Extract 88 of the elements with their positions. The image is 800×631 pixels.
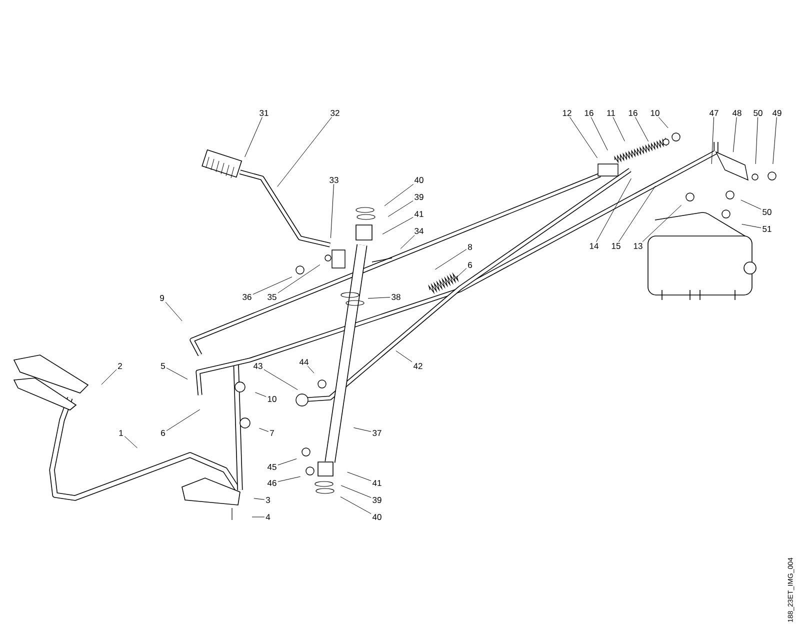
callout-number: 49 (772, 110, 782, 116)
leader-line (166, 368, 188, 380)
callout-number: 36 (242, 294, 252, 300)
callout-number: 47 (709, 110, 718, 116)
leader-line (396, 350, 412, 362)
leader-line (165, 302, 182, 322)
leader-line (454, 268, 467, 280)
leader-line (742, 224, 762, 228)
leader-line (755, 116, 758, 164)
leader-line (732, 116, 737, 152)
callout-number: 35 (268, 294, 276, 300)
callout-number: 3 (266, 497, 270, 503)
callout-number: 45 (267, 464, 276, 470)
callout-number: 13 (634, 243, 642, 249)
leader-line (101, 369, 117, 385)
callout-number: 43 (253, 363, 262, 369)
leader-line (618, 186, 656, 242)
callout-number: 39 (372, 497, 382, 503)
callout-number: 41 (414, 211, 424, 217)
callout-number: 6 (468, 262, 472, 268)
callout-number: 8 (468, 244, 472, 250)
leader-line (278, 264, 320, 294)
leader-line (711, 116, 714, 164)
leader-line (254, 392, 266, 397)
leader-line (330, 184, 334, 238)
leader-line (353, 427, 372, 432)
callout-number: 38 (392, 294, 400, 300)
callout-number: 40 (414, 177, 424, 183)
leader-line (368, 297, 390, 299)
callout-number: 33 (330, 177, 338, 183)
callout-number: 12 (562, 110, 572, 116)
leader-line (590, 116, 608, 151)
leader-line (254, 498, 265, 500)
leader-line (612, 116, 625, 142)
callout-number: 51 (762, 226, 772, 232)
callout-number: 2 (118, 363, 122, 369)
callout-number: 40 (372, 514, 382, 520)
callout-number: 41 (372, 480, 382, 486)
callout-number: 50 (754, 110, 762, 116)
leader-line (434, 249, 467, 270)
leader-line (384, 184, 414, 206)
leader-line (340, 496, 372, 514)
callout-number: 5 (161, 363, 166, 369)
leader-line (596, 178, 632, 242)
leader-line (258, 428, 269, 432)
leader-line (570, 116, 598, 158)
leader-line (340, 485, 372, 498)
callout-number: 16 (628, 110, 638, 116)
callout-number: 11 (607, 110, 615, 116)
callout-number: 10 (650, 110, 660, 116)
leader-line (244, 116, 262, 158)
leader-line (278, 458, 297, 466)
callout-number: 46 (267, 480, 276, 486)
leader-line (635, 116, 649, 142)
callout-number: 39 (414, 194, 424, 200)
callout-number: 6 (161, 430, 165, 436)
leader-line (642, 204, 682, 242)
callout-number: 9 (160, 295, 164, 301)
leader-line (252, 516, 265, 518)
leader-line (658, 116, 668, 128)
callout-number: 10 (268, 396, 276, 402)
leader-line (307, 366, 314, 374)
callout-number: 32 (330, 110, 340, 116)
callout-number: 48 (732, 110, 742, 116)
callout-number: 44 (299, 359, 308, 365)
leader-line (124, 436, 138, 448)
callout-number: 15 (612, 243, 620, 249)
leader-line (400, 234, 415, 249)
callout-number: 42 (413, 363, 422, 369)
leader-line (740, 200, 762, 210)
leader-line (382, 217, 414, 234)
callout-number: 4 (266, 514, 270, 520)
callout-number: 31 (260, 110, 268, 116)
leader-line (388, 200, 414, 217)
leader-line (252, 276, 292, 295)
callout-number: 7 (270, 430, 274, 436)
leader-line (166, 409, 200, 431)
callout-number: 37 (372, 430, 382, 436)
callout-number: 50 (762, 209, 772, 215)
leader-line (264, 369, 298, 390)
leader-line (277, 116, 332, 187)
callout-number: 16 (584, 110, 594, 116)
callout-number: 1 (119, 430, 123, 436)
callout-number: 34 (414, 228, 424, 234)
leader-line (347, 472, 372, 482)
leader-line (278, 476, 301, 482)
leader-line (772, 116, 777, 164)
callout-number: 14 (590, 243, 598, 249)
